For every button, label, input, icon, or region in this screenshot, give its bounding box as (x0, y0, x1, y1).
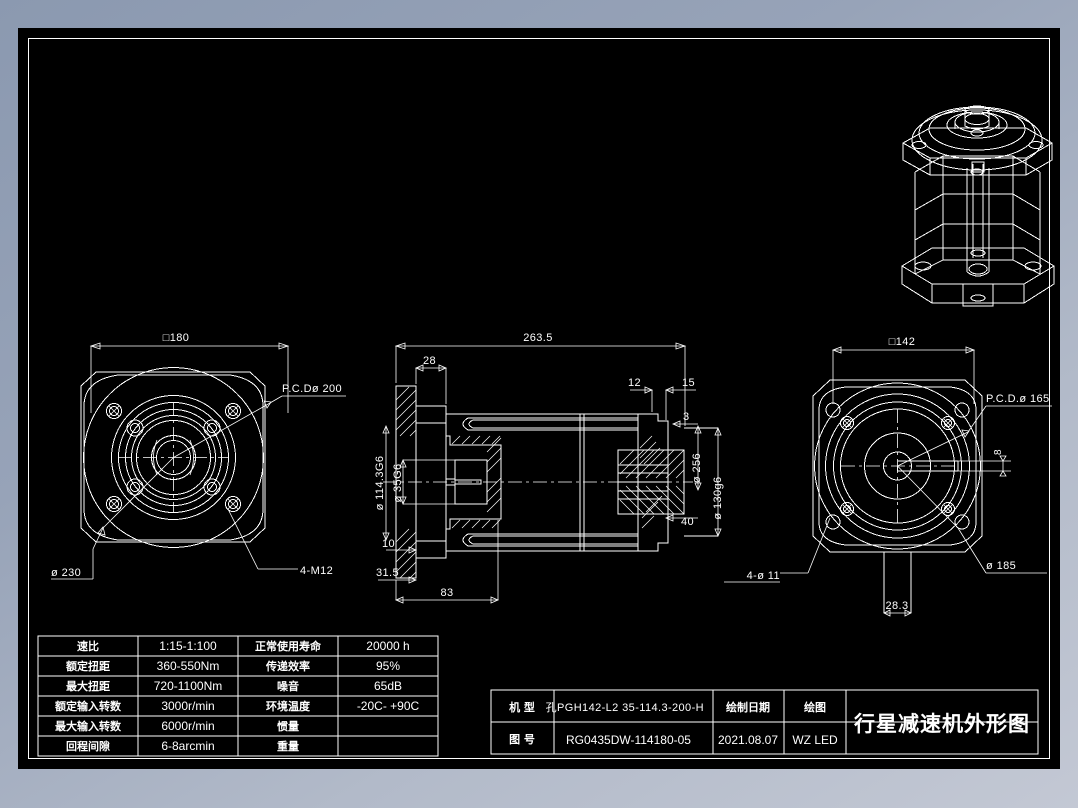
title-block-model-label: 机 型 (509, 700, 535, 714)
spec-row-2-label-right: 噪音 (277, 679, 299, 693)
spec-row-5-label-left: 回程间隙 (66, 739, 110, 753)
spec-row-5-label-right: 重量 (277, 739, 299, 753)
title-block: 机 型 图 号 孔PGH142-L2 35-114.3-200-H RG0435… (490, 689, 1039, 755)
right-view-key-width-label: 28.3 (885, 600, 908, 612)
left-view-holes-label: 4-M12 (300, 565, 333, 577)
left-view-group: P.C.Dø 200 ø 230 4-M12 □180 (51, 332, 346, 580)
right-view-group: □142 P.C.D.ø 165 4-ø 11 ø 185 28.3 (724, 336, 1052, 617)
right-view-outer-dia-label: ø 185 (986, 560, 1016, 572)
section-dia130-label: ø 130g6 (712, 476, 724, 519)
spec-row-4-label-right: 惯量 (277, 719, 299, 733)
pcd-pilot-holes (126, 419, 221, 496)
left-view-square-label: □180 (163, 332, 190, 344)
drawing-border-frame (28, 38, 1050, 759)
section-len31-label: 31.5 (376, 567, 399, 579)
section-bore35-label: ø 35G6 (392, 463, 404, 502)
spec-row-2-value-right: 65dB (374, 679, 402, 693)
right-view-key-depth-label: 8 (993, 449, 1004, 455)
section-hatch-left (395, 386, 417, 579)
spec-row-1-label-right: 传递效率 (265, 659, 310, 673)
left-view-pcd-label: P.C.Dø 200 (282, 383, 342, 395)
section-len83-label: 83 (440, 587, 453, 599)
section-view-group: 263.5 28 12 15 3 ø (374, 332, 724, 604)
section-len40-label: 40 (681, 516, 694, 528)
isometric-view-group (901, 105, 1055, 307)
section-step-a-label: 12 (628, 377, 641, 389)
right-pcd-holes (840, 416, 955, 516)
title-block-model-value: 孔PGH142-L2 35-114.3-200-H (546, 701, 704, 714)
title-block-drawing-no-label: 图 号 (509, 733, 535, 746)
spec-row-5-value-left: 6-8arcmin (161, 739, 214, 753)
spec-row-1-label-left: 额定扭距 (66, 659, 110, 673)
spec-row-4-label-left: 最大输入转数 (55, 719, 122, 733)
spec-row-3-label-right: 环境温度 (266, 699, 311, 713)
right-view-pcd-label: P.C.D.ø 165 (986, 393, 1050, 405)
section-flange-thk-label: 28 (423, 355, 436, 367)
section-len10-label: 10 (382, 538, 395, 550)
cad-drawing-sheet: P.C.Dø 200 ø 230 4-M12 □180 (18, 28, 1060, 769)
spec-row-1-value-right: 95% (376, 659, 400, 673)
title-block-drawn-value: WZ LED (792, 733, 838, 747)
drawing-title-cn: 行星减速机外形图 (853, 712, 1030, 736)
spec-row-0-value-right: 20000 h (366, 639, 409, 653)
spec-row-0-value-left: 1:15-1:100 (159, 639, 217, 653)
section-step-c-label: 3 (683, 411, 690, 423)
title-block-drawn-label: 绘图 (804, 700, 826, 714)
spec-row-3-value-left: 3000r/min (161, 699, 214, 713)
spec-row-0-label-left: 速比 (77, 639, 99, 653)
spec-row-3-label-left: 额定输入转数 (55, 699, 122, 713)
spec-row-2-value-left: 720-1100Nm (154, 679, 222, 693)
title-block-drawing-no-value: RG0435DW-114180-05 (566, 733, 691, 747)
title-block-date-value: 2021.08.07 (718, 733, 778, 747)
right-view-holes-label: 4-ø 11 (747, 570, 780, 582)
spec-row-2-label-left: 最大扭距 (66, 679, 110, 693)
right-view-square-label: □142 (889, 336, 916, 348)
spec-row-4-value-left: 6000r/min (161, 719, 214, 733)
spec-row-1-value-left: 360-550Nm (157, 659, 220, 673)
section-total-length-label: 263.5 (523, 332, 553, 344)
section-hatch-bore (451, 435, 502, 529)
spec-table: 速比 1:15-1:100 正常使用寿命 20000 h 额定扭距 360-55… (37, 635, 439, 757)
spec-row-3-value-right: -20C- +90C (357, 699, 420, 713)
corner-bolt-holes (106, 403, 241, 512)
spec-row-0-label-right: 正常使用寿命 (255, 639, 322, 653)
drawing-canvas: P.C.Dø 200 ø 230 4-M12 □180 (37, 105, 1055, 757)
left-view-outer-dia-label: ø 230 (51, 567, 81, 579)
section-dia256-label: ø 256 (691, 453, 703, 483)
section-bore114-label: ø 114.3G6 (374, 456, 386, 511)
title-block-date-label: 绘制日期 (726, 700, 770, 714)
section-step-b-label: 15 (682, 377, 695, 389)
